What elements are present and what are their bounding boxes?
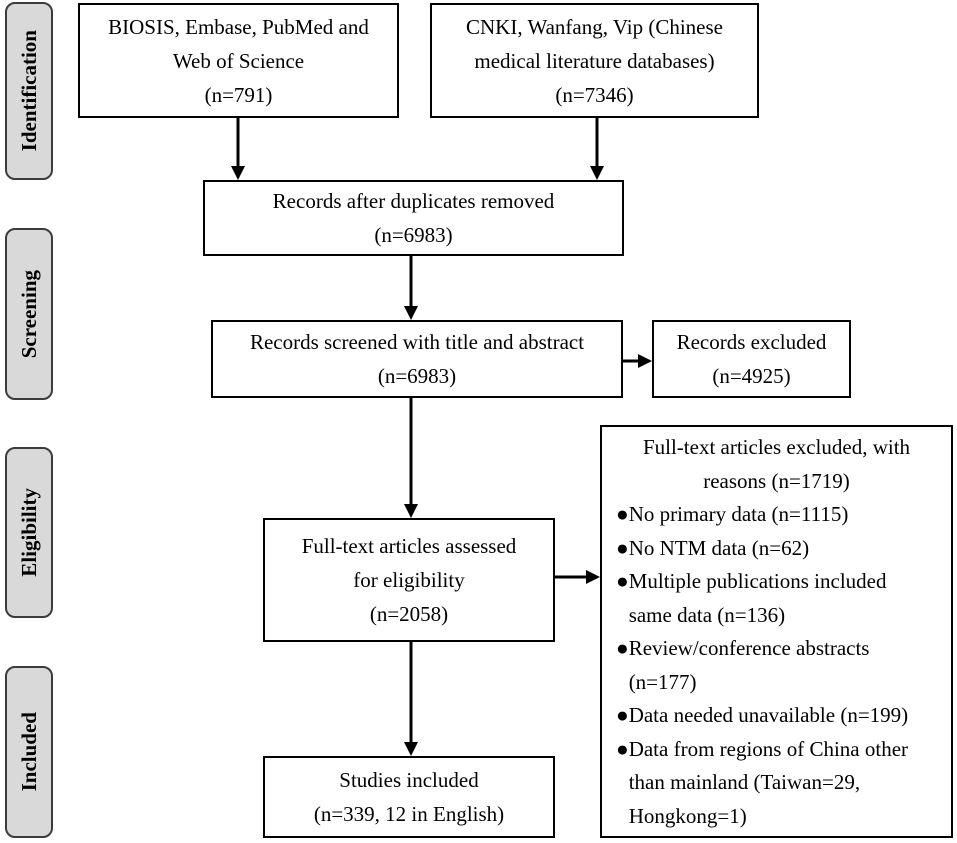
reason-text-line: Hongkong=1) bbox=[628, 803, 747, 828]
bullet-icon: ● bbox=[616, 569, 629, 593]
records-excluded-box: Records excluded (n=4925) bbox=[652, 320, 851, 398]
exclusion-header-line: Full-text articles excluded, with bbox=[642, 435, 911, 459]
stage-identification: Identification bbox=[5, 2, 53, 180]
box-text-line: for eligibility bbox=[353, 568, 465, 592]
reason-text-line: No primary data (n=1115) bbox=[628, 502, 849, 526]
reason-text-line: Review/conference abstracts bbox=[628, 636, 870, 660]
reason-text-line: (n=177) bbox=[628, 669, 697, 694]
box-text-line: CNKI, Wanfang, Vip (Chinese bbox=[466, 14, 723, 39]
box-count: (n=4925) bbox=[712, 364, 791, 388]
box-text-line: Records screened with title and abstract bbox=[249, 330, 585, 354]
reason-text-line: Data needed unavailable (n=199) bbox=[628, 703, 909, 727]
reason-text-line: than mainland (Taiwan=29, bbox=[628, 770, 861, 794]
duplicates-removed-box: Records after duplicates removed (n=6983… bbox=[203, 180, 624, 256]
exclusion-reason: ● No NTM data (n=62) bbox=[616, 532, 943, 566]
records-screened-box: Records screened with title and abstract… bbox=[211, 320, 623, 398]
bullet-icon: ● bbox=[616, 703, 629, 727]
arrow-chinese-to-duplicates bbox=[590, 118, 604, 180]
arrow-screened-to-full-text bbox=[404, 398, 418, 518]
box-text-line: Studies included bbox=[339, 768, 479, 792]
full-text-assessed-box: Full-text articles assessed for eligibil… bbox=[263, 518, 555, 642]
box-count: (n=339, 12 in English) bbox=[313, 802, 505, 826]
stage-eligibility: Eligibility bbox=[5, 447, 53, 618]
reason-text-line: same data (n=136) bbox=[628, 602, 786, 627]
international-databases-box: BIOSIS, Embase, PubMed and Web of Scienc… bbox=[78, 3, 399, 118]
exclusion-header-line: reasons (n=1719) bbox=[703, 468, 850, 493]
exclusion-reason: ● Data from regions of China other than … bbox=[616, 733, 943, 834]
arrow-duplicates-to-screened bbox=[404, 256, 418, 320]
studies-included-box: Studies included (n=339, 12 in English) bbox=[263, 756, 555, 838]
exclusion-reason: ● Data needed unavailable (n=199) bbox=[616, 699, 943, 733]
bullet-icon: ● bbox=[616, 535, 629, 560]
box-text-line: BIOSIS, Embase, PubMed and bbox=[108, 14, 369, 39]
box-text-line: Records excluded bbox=[676, 330, 827, 354]
box-text-line: Full-text articles assessed bbox=[301, 534, 517, 558]
reason-text-line: Multiple publications included bbox=[628, 569, 887, 593]
box-count: (n=2058) bbox=[369, 602, 449, 626]
exclusion-reason: ● Multiple publications included same da… bbox=[616, 565, 943, 632]
arrow-full-text-to-excluded bbox=[555, 570, 600, 584]
stage-screening: Screening bbox=[5, 228, 53, 400]
exclusion-reason: ● No primary data (n=1115) bbox=[616, 498, 943, 532]
full-text-excluded-box: Full-text articles excluded, with reason… bbox=[600, 425, 953, 838]
box-text-line: Web of Science bbox=[172, 48, 305, 73]
box-text-line: medical literature databases) bbox=[474, 48, 715, 73]
bullet-icon: ● bbox=[616, 636, 629, 660]
box-count: (n=6983) bbox=[374, 223, 453, 247]
arrow-screened-to-excluded bbox=[623, 354, 652, 368]
box-count: (n=6983) bbox=[377, 364, 457, 388]
bullet-icon: ● bbox=[616, 502, 629, 526]
box-count: (n=7346) bbox=[555, 82, 634, 107]
stage-included: Included bbox=[5, 666, 53, 838]
exclusion-reason: ● Review/conference abstracts (n=177) bbox=[616, 632, 943, 699]
exclusion-header: Full-text articles excluded, with reason… bbox=[610, 431, 943, 498]
box-count: (n=791) bbox=[204, 82, 273, 107]
arrow-international-to-duplicates bbox=[231, 118, 245, 180]
bullet-icon: ● bbox=[616, 736, 629, 761]
chinese-databases-box: CNKI, Wanfang, Vip (Chinese medical lite… bbox=[430, 3, 759, 118]
box-text-line: Records after duplicates removed bbox=[272, 189, 555, 213]
reason-text-line: No NTM data (n=62) bbox=[628, 535, 810, 560]
arrow-full-text-to-included bbox=[404, 642, 418, 756]
reason-text-line: Data from regions of China other bbox=[628, 736, 909, 761]
